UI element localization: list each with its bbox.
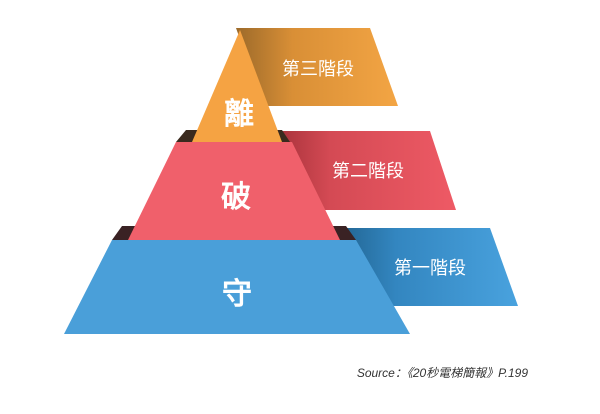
pyramid-tier-top: 離 xyxy=(192,30,282,142)
stage-label-1: 第一階段 xyxy=(394,258,466,279)
tier-label-ha: 破 xyxy=(221,180,251,215)
tier-label-shu: 守 xyxy=(222,277,252,312)
source-citation: Source：《20秒電梯簡報》P.199 xyxy=(356,366,528,380)
pyramid-tier-bottom: 守 xyxy=(64,240,410,334)
stage-banner-3: 第三階段 xyxy=(236,28,398,106)
stage-label-2: 第二階段 xyxy=(332,161,404,182)
tier-label-ri: 離 xyxy=(224,97,254,132)
pyramid-tier-middle: 破 xyxy=(128,142,340,240)
stage-label-3: 第三階段 xyxy=(282,59,354,80)
